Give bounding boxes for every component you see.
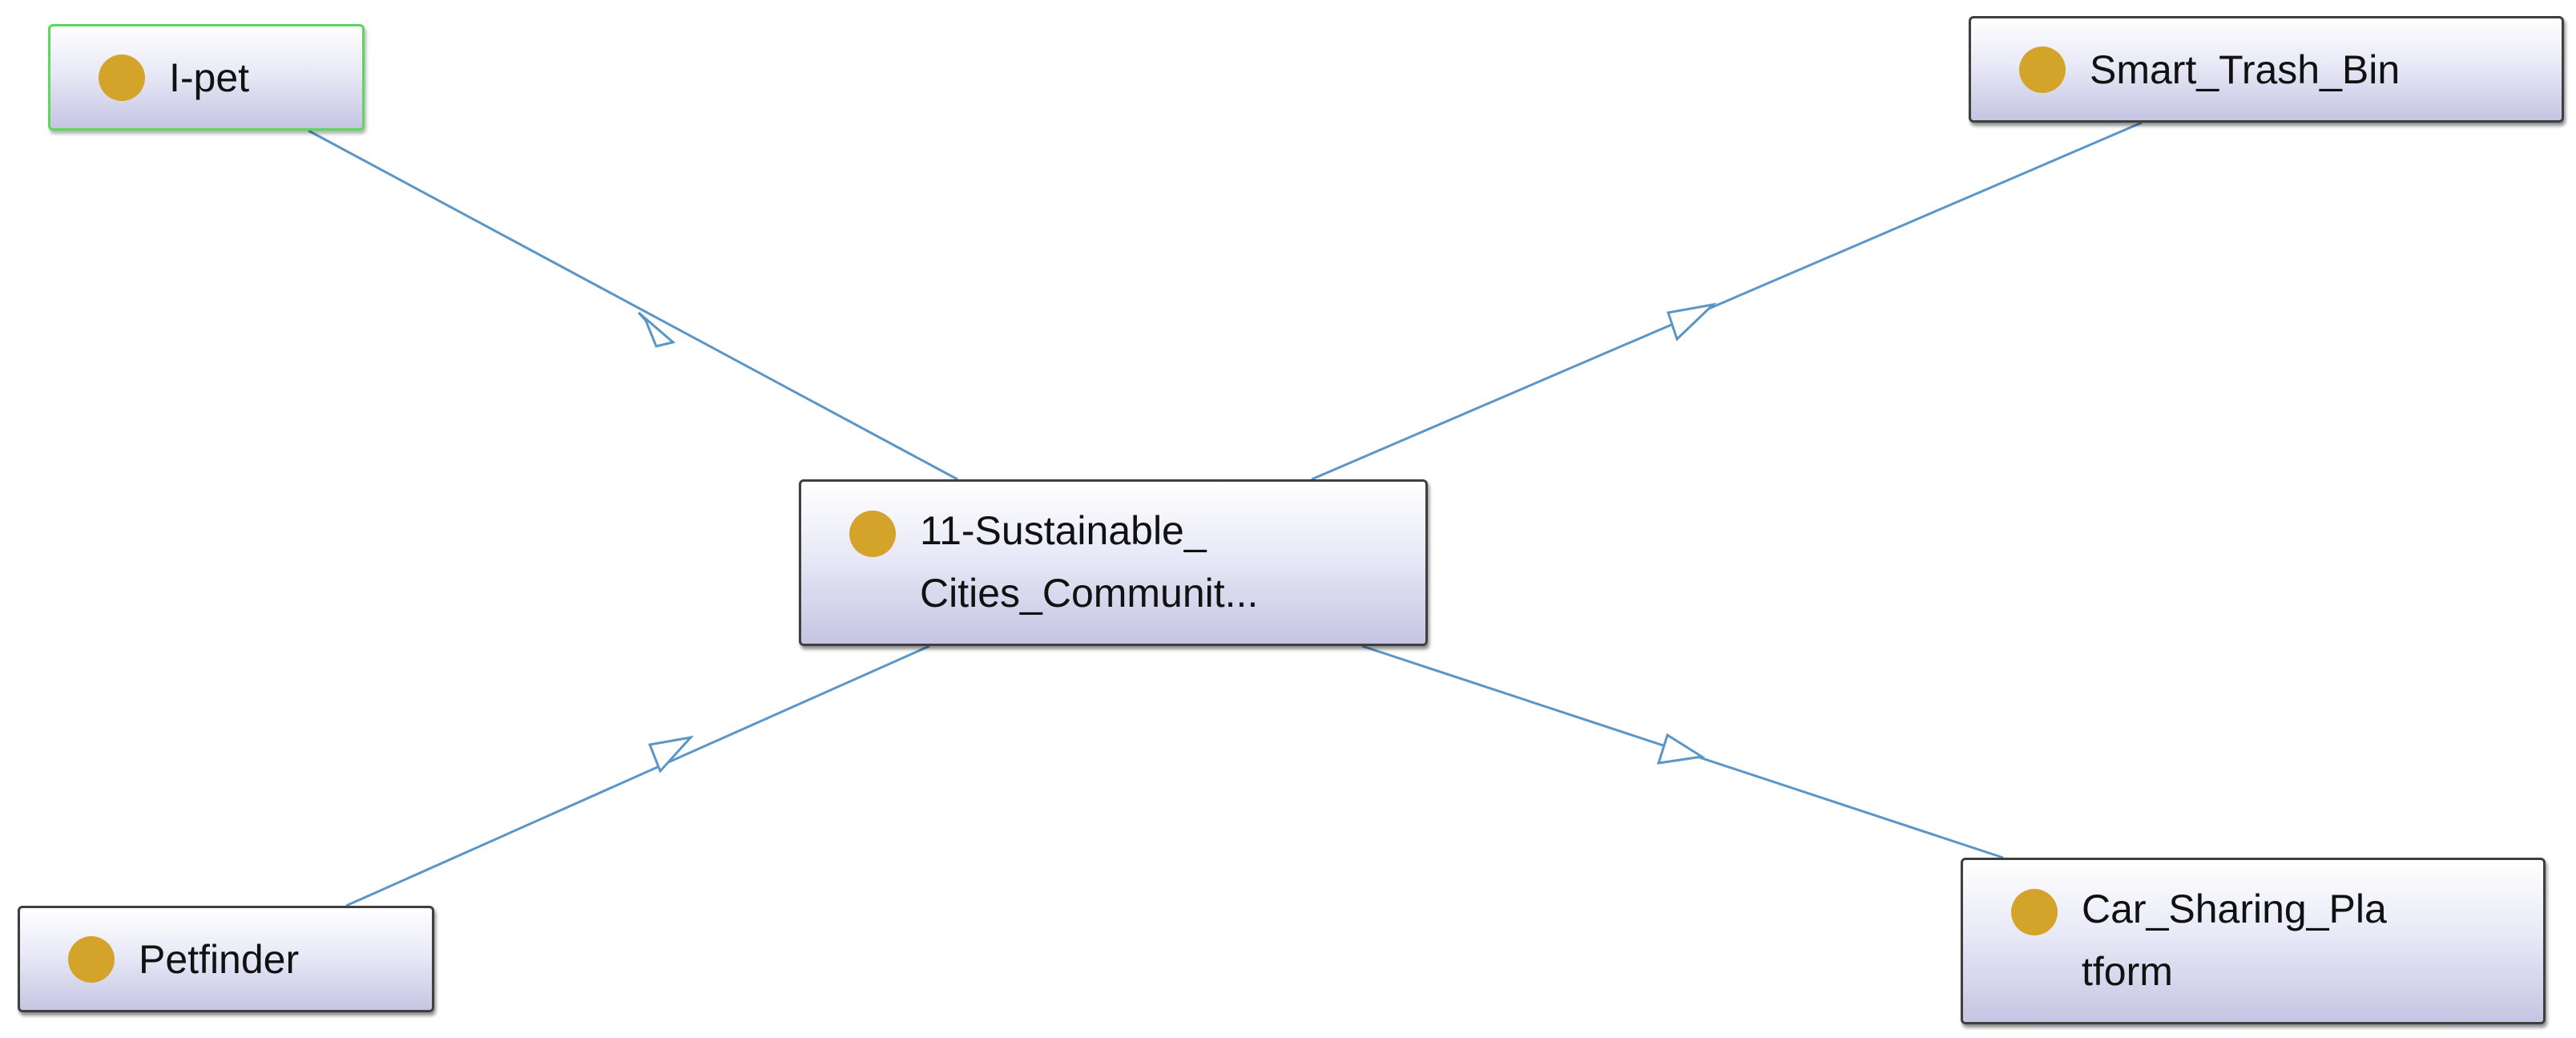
node-label-line-1: Car_Sharing_Pla <box>2082 887 2387 931</box>
node-label: Petfinder <box>139 936 300 982</box>
arrowhead-center-from-car-sharing-icon <box>1656 733 1706 765</box>
edge-center-to-smart-trash-bin[interactable] <box>1311 121 2143 481</box>
node-label-line-1: 11-Sustainable_ <box>920 508 1207 553</box>
node-car-sharing-platform[interactable]: Car_Sharing_Pla tform <box>1961 858 2546 1024</box>
node-label-line-2: Cities_Communit... <box>920 571 1259 616</box>
node-label: Smart_Trash_Bin <box>2090 46 2401 92</box>
arrowhead-center-from-petfinder-icon <box>647 735 695 773</box>
node-label: I-pet <box>169 55 250 100</box>
node-label-line-2: tform <box>2082 949 2173 994</box>
edge-petfinder-to-center[interactable] <box>345 644 930 907</box>
class-icon <box>68 935 115 983</box>
arrowhead-smart-trash-bin-icon <box>1667 302 1717 341</box>
class-icon <box>2019 46 2066 93</box>
class-icon <box>99 54 145 101</box>
node-petfinder[interactable]: Petfinder <box>18 906 434 1012</box>
class-icon <box>2011 889 2058 935</box>
node-label: Car_Sharing_Pla tform <box>2082 878 2387 1003</box>
edge-center-to-ipet[interactable] <box>308 129 958 481</box>
node-label: 11-Sustainable_ Cities_Communit... <box>920 499 1258 624</box>
arrowhead-ipet-icon <box>637 311 676 348</box>
node-11-sustainable-cities-communities[interactable]: 11-Sustainable_ Cities_Communit... <box>799 479 1428 646</box>
node-i-pet[interactable]: I-pet <box>48 24 365 131</box>
node-smart-trash-bin[interactable]: Smart_Trash_Bin <box>1969 16 2564 123</box>
class-icon <box>849 511 896 557</box>
